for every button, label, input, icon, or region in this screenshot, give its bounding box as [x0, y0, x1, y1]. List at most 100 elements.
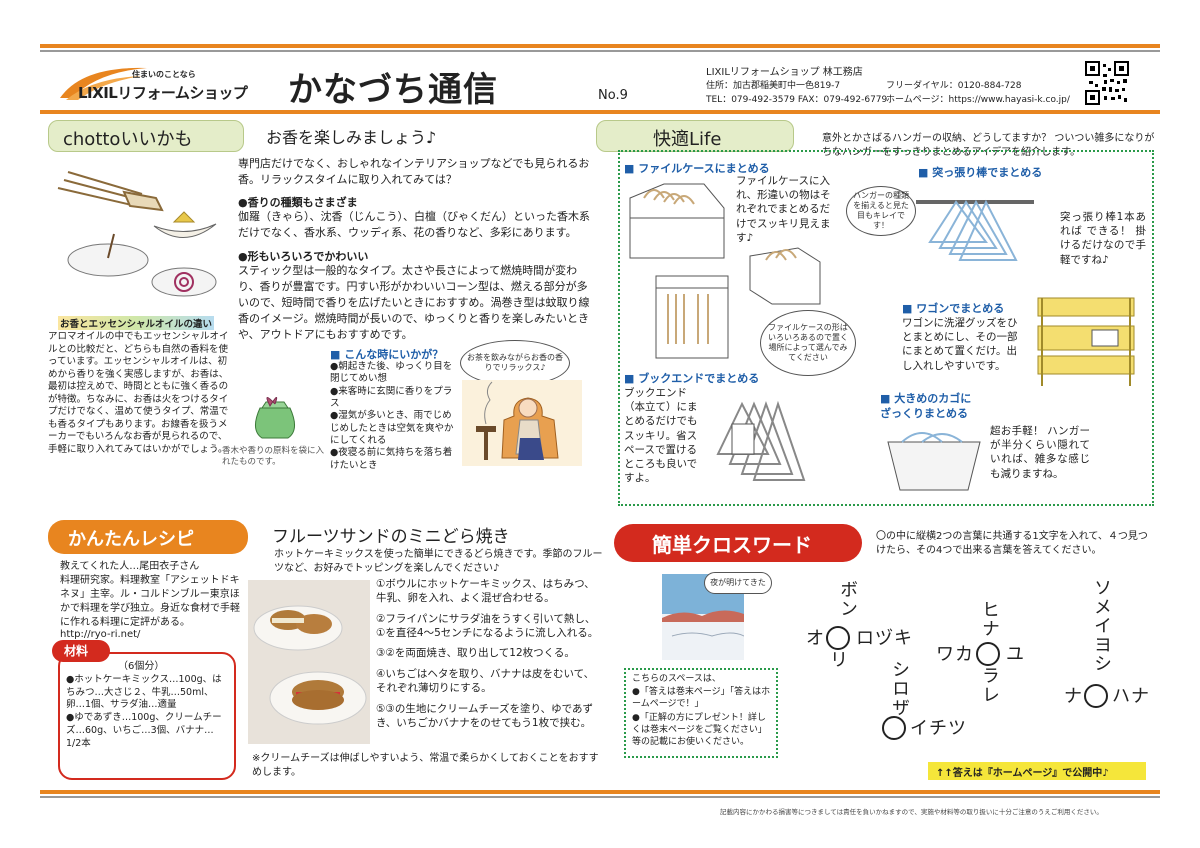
basket-body: 超お手軽！ ハンガーが半分くらい隠れていれば、雑多な感じも減りますね。 [990, 425, 1090, 480]
incense-caption-title: お香とエッセンシャルオイルの違い [58, 316, 215, 330]
dorayaki-photo [248, 580, 370, 744]
file-body: ファイルケースに入れ、形違いの物はそれぞれでまとめるだけでスッキリ見えます♪ [736, 175, 831, 244]
recipe-step: ①ボウルにホットケーキミックス、はちみつ、牛乳、卵を入れ、よく混ぜ合わせる。 [376, 578, 595, 604]
answer-note: ↑↑答えは『ホームページ』で公開中♪ [928, 762, 1146, 780]
sunrise-bubble: 夜が明けてきた [704, 572, 772, 594]
space-note-2: ●「答えは巻末ページ」「答えはホームページで！」 [632, 687, 771, 710]
top-stripe-orange [40, 44, 1160, 48]
basket-head-2: ざっくりまとめる [880, 407, 968, 420]
crossword-instruction: 〇の中に縦横2つの言葉に共通する1文字を入れて、４つ見つけたら、その4つで出来る… [876, 531, 1148, 556]
free-dial: フリーダイヤル：0120-884-728 [886, 81, 1022, 91]
top-stripe-grey [40, 50, 1160, 52]
chotto-section1-head: ●香りの種類もさまざま [238, 196, 358, 209]
wagon-illustration [1032, 290, 1144, 390]
basket-head: ■ 大きめのカゴに [880, 392, 972, 405]
shop-address: 住所：加古郡稲美町中一色819-7 [706, 81, 841, 91]
recipe-badge: かんたんレシピ [48, 520, 248, 554]
shop-name: LIXILリフォームショップ 林工務店 [706, 67, 863, 78]
puzzle1-answer-circle[interactable] [826, 626, 850, 650]
incense-illustration [44, 158, 224, 310]
rod-bubble: ハンガーの種類を揃えると見た目もキレイです！ [846, 186, 916, 236]
basket-illustration [882, 424, 986, 496]
crossword-badge: 簡単クロスワード [614, 524, 862, 562]
rod-hanger-illustration [916, 192, 1036, 278]
shop-tel-fax: TEL：079-492-3579 FAX：079-492-6779 [706, 95, 888, 105]
chotto-badge: chottoいいかも [48, 120, 244, 152]
homepage-link[interactable]: ホームページ：https://www.hayasi-k.co.jp/ [886, 95, 1070, 105]
issue-number: No.9 [598, 88, 628, 103]
kaiteki-intro: 意外とかさばるハンガーの収納、どうしてますか？ ついつい雑多になりがちなハンガー… [822, 133, 1155, 158]
incense-bag-caption: 香木や香りの原料を袋に入れたものです。 [222, 446, 325, 468]
kaiteki-border [618, 150, 1154, 506]
kaiteki-badge: 快適Life [596, 120, 794, 152]
materials-label: 材料 [64, 644, 89, 658]
puzzle2-right: ユ [1006, 644, 1025, 665]
incense-caption-body: アロマオイルの中でもエッセンシャルオイルとの比較だと、どちらも自然の香料を使って… [48, 331, 229, 455]
chotto-section1-body: 伽羅（きゃら）、沈香（じんこう）、白檀（びゃくだん）といった香木系だけでなく、香… [238, 210, 590, 239]
qr-code-icon[interactable] [1084, 60, 1130, 106]
chotto-section2-head: ●形もいろいろでかわいい [238, 250, 369, 263]
logo-swoosh-icon [60, 67, 147, 100]
wagon-body: ワゴンに洗濯グッズをひとまとめにし、その一部にまとめて置くだけ。出し入れしやすい… [902, 317, 1018, 372]
chef-url[interactable]: http://ryo-ri.net/ [60, 629, 141, 640]
file-bubble-text: ファイルケースの形はいろいろあるので置く場所によって選んでみてください [768, 323, 848, 362]
chotto-badge-label: chottoいいかも [63, 129, 193, 150]
chef-body: 料理研究家。料理教室「アシェットドキネヌ」主宰。ル・コルドンブルー東京ほかで料理… [60, 575, 240, 628]
recipe-step: ③②を両面焼き、取り出して12枚つくる。 [376, 647, 575, 660]
bottom-stripe-grey [40, 796, 1160, 798]
materials-label-badge: 材料 [52, 640, 110, 662]
space-note-1: こちらのスペースは、 [632, 674, 721, 684]
puzzle1-right: ロヅキ [856, 628, 913, 649]
file-bubble: ファイルケースの形はいろいろあるので置く場所によって選んでみてください [760, 310, 856, 376]
when-item: ●朝起きた後、ゆっくり目を閉じてめい想 [330, 361, 453, 385]
puzzle3-answer-circle[interactable] [1084, 684, 1108, 708]
recipe-step: ②フライパンにサラダ油をうすく引いて熱し、①を直径4～5センチになるように流し入… [376, 612, 599, 639]
bottom-stripe-orange [40, 790, 1160, 794]
puzzle2-bottom: ラレ [979, 666, 1000, 704]
when-head: ■ こんな時にいかが？ [330, 348, 444, 361]
file-head: ■ ファイルケースにまとめる [624, 162, 770, 175]
puzzle3-top: ソメイヨシ [1091, 578, 1112, 673]
space-note-box [624, 668, 778, 758]
material-item: ●ホットケーキミックス…100g、はちみつ…大さじ２、牛乳…50ml、卵…1個、… [66, 674, 222, 711]
chotto-title: お香を楽しみましょう♪ [266, 128, 437, 147]
bookend-illustration [712, 384, 822, 488]
brand-tagline: 住まいのことなら [132, 70, 196, 79]
puzzle4-answer-circle[interactable] [882, 716, 906, 740]
recipe-intro: ホットケーキミックスを使った簡単にできるどら焼きです。季節のフルーツなど、お好み… [274, 549, 603, 574]
puzzle3-right: ハナ [1112, 686, 1150, 707]
recipe-note: ※クリームチーズは伸ばしやすいよう、常温で柔らかくしておくことをおすすめします。 [252, 753, 599, 778]
rod-head: ■ 突っ張り棒でまとめる [918, 166, 1043, 179]
puzzle1-bottom: リ [830, 650, 849, 671]
materials-list: ●ホットケーキミックス…100g、はちみつ…大さじ２、牛乳…50ml、卵…1個、… [66, 674, 228, 750]
rod-body: 突っ張り棒1本あれば できる！ 掛けるだけなので手軽ですね♪ [1060, 211, 1146, 266]
file-box-illustration [746, 242, 824, 308]
wagon-head: ■ ワゴンでまとめる [902, 302, 1005, 315]
chotto-section2-body: スティック型は一般的なタイプ。太さや長さによって燃焼時間が変わり、香りが豊富です… [238, 264, 590, 341]
material-item: ●ゆであずき…100g、クリームチーズ…60g、いちご…3個、バナナ…1/2本 [66, 712, 222, 749]
puzzle1-top: ボン [837, 580, 858, 618]
bookend-head: ■ ブックエンドでまとめる [624, 372, 760, 385]
file-case-illustration [624, 178, 730, 262]
crossword-badge-label: 簡単クロスワード [652, 533, 812, 557]
closet-illustration [654, 274, 730, 360]
puzzle2-top: ヒナ [979, 600, 1000, 638]
when-item: ●来客時に玄関に香りをプラス [330, 385, 453, 410]
puzzle2-answer-circle[interactable] [976, 642, 1000, 666]
bookend-body: ブックエンド（本立て）にまとめるだけでもスッキリ。省スペースで置けるところも良い… [624, 387, 698, 485]
when-list: ●朝起きた後、ゆっくり目を閉じてめい想 ●来客時に玄関に香りをプラス ●湿気が多… [330, 361, 458, 472]
space-note-3: ●「正解の方にプレゼント！詳しくは巻末ページをご覧ください」等の記載にお使いくだ… [632, 713, 767, 748]
kaiteki-badge-label: 快適Life [653, 129, 722, 150]
puzzle4-right: イチツ [910, 718, 967, 739]
header-divider-orange [40, 110, 1160, 114]
chef-line1: 教えてくれた人…尾田衣子さん [60, 561, 200, 572]
when-item: ●湿気が多いとき、雨でじめじめしたときは空気を爽やかにしてくれる [330, 410, 454, 447]
chotto-intro: 専門店だけでなく、おしゃれなインテリアショップなどでも見られるお香。リラックスタ… [238, 157, 590, 186]
tea-bubble: お茶を飲みながらお香の香りでリラックス♪ [460, 340, 570, 386]
recipe-step: ④いちごはヘタを取り、バナナは皮をむいて、それぞれ薄切りにする。 [376, 668, 595, 695]
sunrise-bubble-text: 夜が明けてきた [710, 578, 766, 587]
incense-bag-illustration [240, 390, 310, 442]
logo: 住まいのことなら LIXILリフォームショップ [52, 58, 252, 104]
puzzle4-top: シロザ [889, 660, 910, 717]
tea-bubble-text: お茶を飲みながらお香の香りでリラックス♪ [467, 353, 563, 372]
